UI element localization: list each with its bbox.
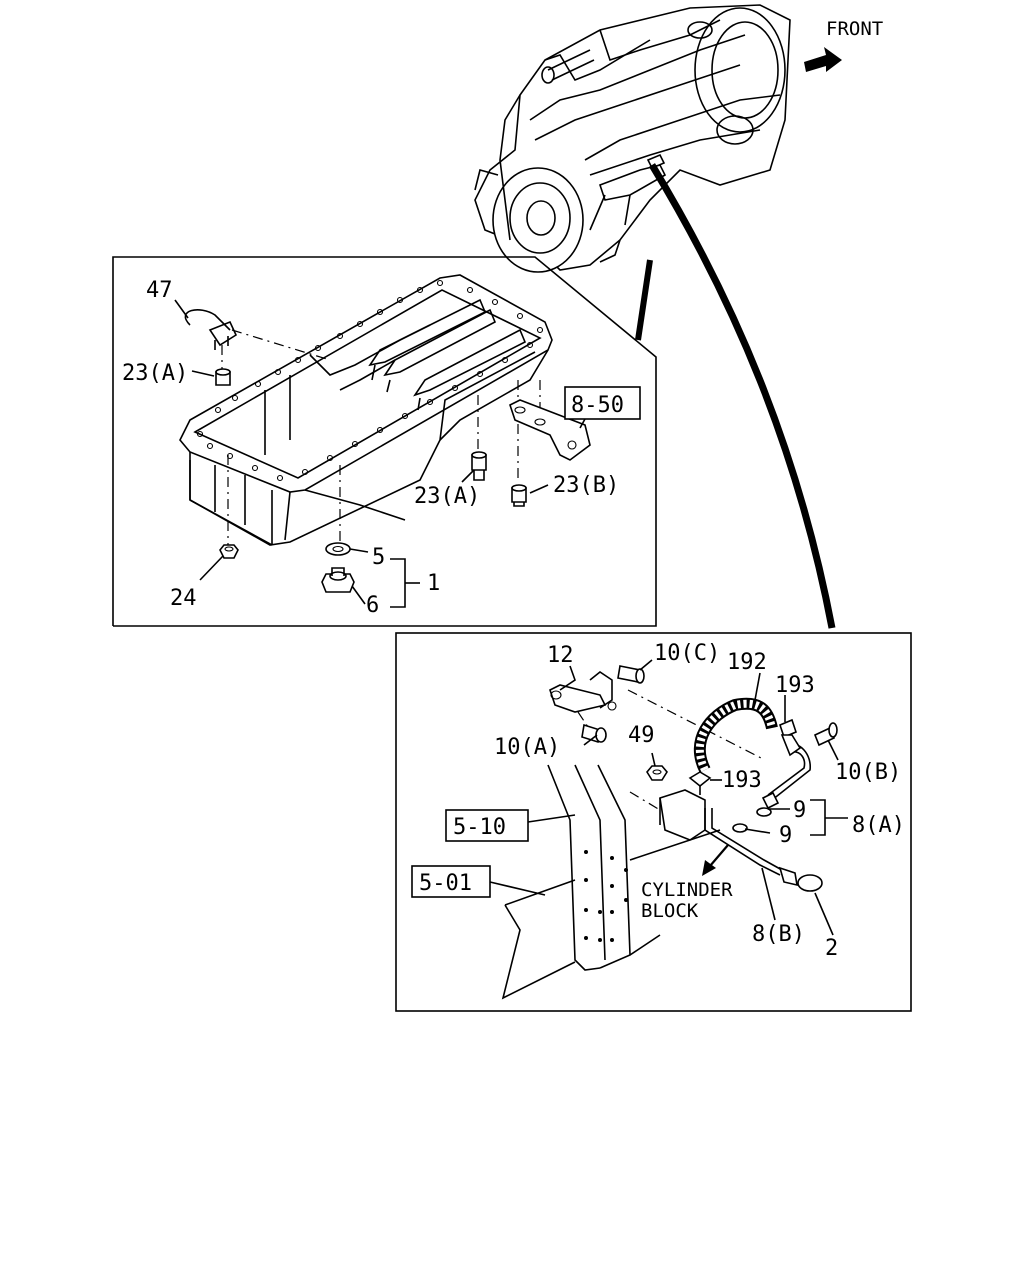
bolt-10b (813, 722, 838, 747)
flange-bolt-holes (196, 279, 544, 482)
callout-9-top: 9 (793, 798, 806, 823)
callout-49: 49 (628, 723, 655, 748)
engine-illustration (474, 4, 791, 273)
reference-8-50: 8-50 (571, 393, 624, 418)
oring-9-top (756, 807, 772, 817)
engine-to-dipstick-leader (649, 163, 836, 629)
reference-5-10: 5-10 (453, 815, 506, 840)
front-label: FRONT (826, 18, 883, 40)
oil-pan-panel (112, 256, 657, 627)
dipstick-ring-2 (797, 874, 823, 892)
dipstick-8b (704, 808, 783, 876)
bracket-8-50 (509, 399, 591, 461)
cylinder-block-arrow (702, 844, 729, 876)
callout-12: 12 (547, 643, 574, 668)
callout-47: 47 (146, 278, 173, 303)
bolt-23a-mid (471, 451, 487, 481)
callout-23a-top: 23(A) (122, 361, 188, 386)
oring-9-bot (732, 823, 748, 833)
callout-23b: 23(B) (553, 473, 619, 498)
reference-box-5-01 (411, 865, 491, 898)
front-direction-arrow (804, 47, 842, 72)
bolt-10a (581, 723, 607, 744)
cylinder-block-line2: BLOCK (641, 900, 699, 922)
reference-box-5-10 (445, 809, 529, 842)
callout-9-bot: 9 (779, 823, 792, 848)
nut-49 (646, 765, 668, 781)
callout-1: 1 (427, 571, 440, 596)
callout-8b: 8(B) (752, 922, 805, 947)
block-holes (584, 850, 628, 942)
drain-plug-washer (325, 542, 351, 556)
bolt-23a-top (215, 368, 231, 386)
oil-pan-nut (219, 544, 239, 559)
callout-24: 24 (170, 586, 197, 611)
callout-8a: 8(A) (852, 813, 905, 838)
callout-2: 2 (825, 936, 838, 961)
callout-6: 6 (366, 593, 379, 618)
bracket-12 (549, 671, 617, 713)
callout-192: 192 (727, 650, 767, 675)
dipstick-panel (395, 632, 912, 1012)
callout-193-top: 193 (775, 673, 815, 698)
callout-23a-mid: 23(A) (414, 484, 480, 509)
drain-plug (321, 567, 355, 593)
reference-5-01: 5-01 (419, 871, 472, 896)
bolt-10c (617, 665, 645, 684)
cylinder-block-line1: CYLINDER (641, 879, 733, 901)
engine-to-oilpan-leader (635, 259, 653, 341)
callout-193-mid: 193 (722, 768, 762, 793)
callout-5: 5 (372, 545, 385, 570)
hose-192 (693, 697, 778, 773)
callout-10a: 10(A) (494, 735, 560, 760)
clip-bracket-47 (184, 309, 238, 350)
callout-10b: 10(B) (835, 760, 901, 785)
bolt-23b (511, 484, 527, 507)
callout-10c: 10(C) (654, 641, 720, 666)
reference-box-8-50 (564, 386, 641, 420)
